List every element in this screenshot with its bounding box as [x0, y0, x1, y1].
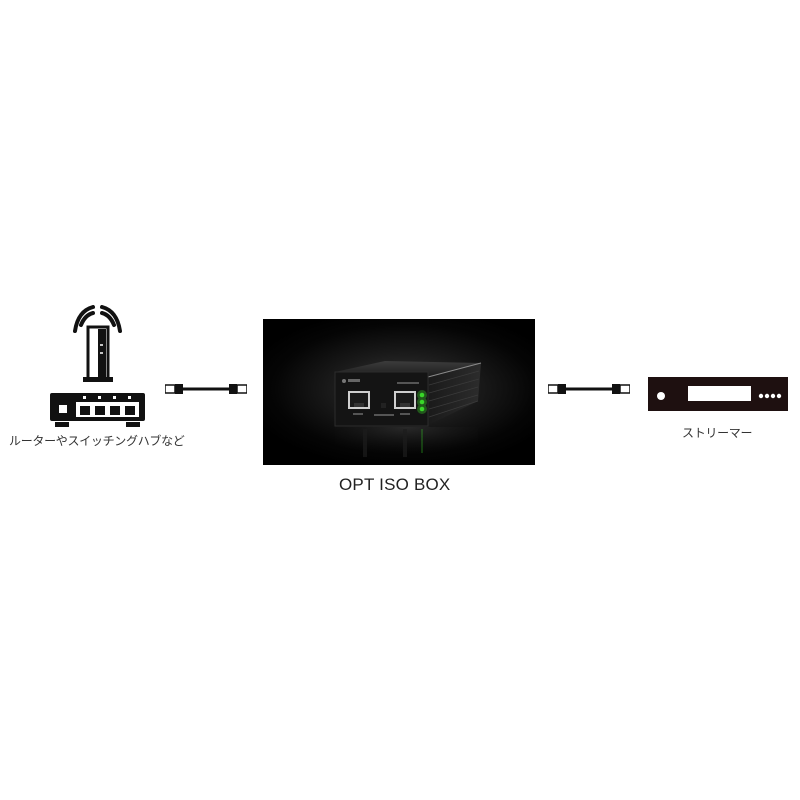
lan-cable-left — [164, 381, 248, 400]
router-icon — [50, 305, 145, 421]
lan-cable-right — [547, 381, 631, 400]
opt-iso-box-photo — [263, 319, 535, 465]
router-device — [45, 305, 150, 425]
streamer-label: ストリーマー — [682, 426, 753, 440]
router-label: ルーターやスイッチングハブなど — [9, 434, 185, 448]
product-caption: OPT ISO BOX — [339, 475, 451, 494]
lan-cable-icon — [164, 384, 248, 394]
lan-cable-icon — [547, 384, 631, 394]
streamer-device — [648, 377, 788, 415]
router-feet — [52, 422, 147, 428]
streamer-icon — [648, 377, 788, 411]
